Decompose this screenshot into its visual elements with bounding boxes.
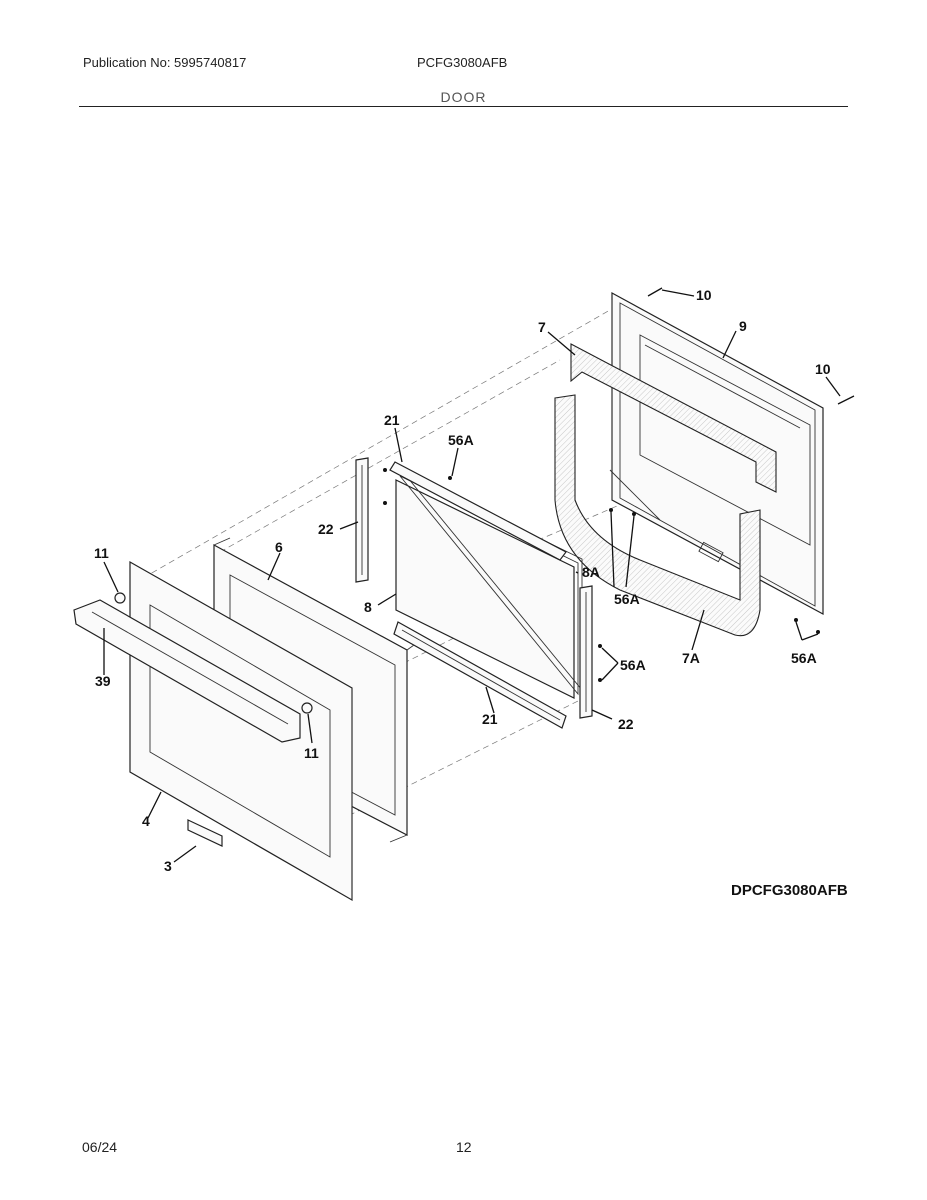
nameplate — [187, 819, 223, 847]
left-side-rail — [355, 457, 369, 583]
callout-label: 10 — [696, 287, 712, 303]
page-number: 12 — [456, 1139, 472, 1155]
callout-label: 11 — [304, 745, 319, 761]
top-gasket — [570, 343, 777, 493]
door-handle — [73, 599, 301, 743]
publication-number: Publication No: 5995740817 — [83, 55, 247, 70]
inner-door-liner — [609, 291, 824, 616]
callout-label: 9 — [739, 318, 747, 334]
callout-label: 56A — [620, 657, 646, 673]
handle-end-caps — [114, 592, 313, 714]
callout-label: 7 — [538, 319, 546, 335]
callout-label: 8 — [364, 599, 372, 615]
callouts: 10 9 7 10 21 56A 22 11 6 8A 8 56A 56A 7A… — [94, 287, 831, 874]
callout-label: 7A — [682, 650, 700, 666]
model-number: PCFG3080AFB — [417, 55, 508, 70]
screws — [647, 287, 855, 405]
fasteners — [383, 468, 820, 682]
callout-label: 21 — [384, 412, 400, 428]
u-gasket — [554, 394, 761, 637]
callout-label: 22 — [318, 521, 334, 537]
right-side-rail — [579, 585, 593, 719]
callout-label: 39 — [95, 673, 111, 689]
publication-date: 06/24 — [82, 1139, 118, 1155]
callout-label: 4 — [142, 813, 150, 829]
callout-label: 8A — [582, 564, 600, 580]
callout-label: 3 — [164, 858, 172, 874]
top-trim-strip — [389, 461, 567, 561]
callout-label: 10 — [815, 361, 831, 377]
callout-label: 6 — [275, 539, 283, 555]
callout-label: 56A — [791, 650, 817, 666]
callout-label: 22 — [618, 716, 634, 732]
callout-label: 56A — [448, 432, 474, 448]
header-rule — [79, 106, 848, 107]
section-title: DOOR — [440, 89, 487, 105]
diagram-code: DPCFG3080AFB — [731, 882, 848, 899]
outer-door-panel — [129, 560, 353, 902]
leader-lines — [103, 289, 841, 863]
glass-panel — [395, 471, 583, 699]
bottom-trim-strip — [393, 621, 567, 729]
callout-label: 11 — [94, 545, 109, 561]
callout-label: 21 — [482, 711, 498, 727]
callout-label: 56A — [614, 591, 640, 607]
